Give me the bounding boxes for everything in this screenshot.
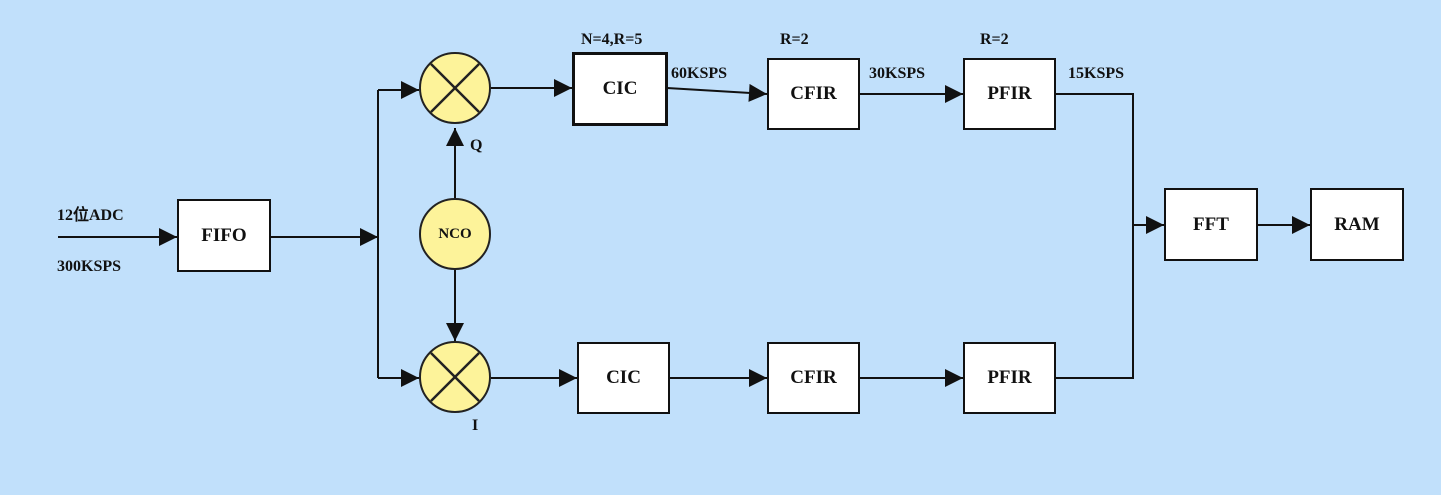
wire-pfir-q-merge	[1055, 93, 1134, 225]
mixer-q	[419, 52, 491, 124]
mixer-i	[419, 341, 491, 413]
rate-after-pfir-label: 15KSPS	[1068, 65, 1125, 82]
wire-cic-q-cfir	[666, 83, 768, 102]
fft-block: FFT	[1164, 188, 1258, 261]
pfir-i-block: PFIR	[963, 342, 1056, 414]
cfir-i-label: CFIR	[790, 367, 837, 388]
fifo-block: FIFO	[177, 199, 271, 272]
cic-i-label: CIC	[606, 367, 641, 388]
ram-block: RAM	[1310, 188, 1404, 261]
pfir-params-label: R=2	[980, 31, 1009, 48]
nco-block: NCO	[419, 198, 491, 270]
q-channel-label: Q	[470, 137, 483, 154]
i-channel-label: I	[472, 417, 479, 434]
multiply-icon	[430, 352, 480, 402]
cfir-params-label: R=2	[780, 31, 809, 48]
cfir-q-label: CFIR	[790, 83, 837, 104]
cic-params-label: N=4,R=5	[581, 31, 643, 48]
cic-q-block: CIC	[572, 52, 668, 126]
multiply-icon	[430, 63, 480, 113]
rate-after-cfir-label: 30KSPS	[869, 65, 926, 82]
adc-rate-label: 300KSPS	[57, 258, 122, 275]
fft-label: FFT	[1193, 213, 1229, 235]
fifo-label: FIFO	[201, 224, 247, 246]
pfir-i-label: PFIR	[987, 367, 1032, 388]
cic-q-label: CIC	[602, 78, 638, 99]
cfir-i-block: CFIR	[767, 342, 860, 414]
cfir-q-block: CFIR	[767, 58, 860, 130]
rate-after-cic-label: 60KSPS	[671, 65, 728, 82]
wire-pfir-i-merge	[1055, 225, 1134, 379]
adc-label: 12位ADC	[57, 207, 124, 224]
ram-label: RAM	[1334, 213, 1380, 235]
cic-i-block: CIC	[577, 342, 670, 414]
pfir-q-block: PFIR	[963, 58, 1056, 130]
pfir-q-label: PFIR	[987, 83, 1032, 104]
nco-label: NCO	[438, 225, 472, 242]
